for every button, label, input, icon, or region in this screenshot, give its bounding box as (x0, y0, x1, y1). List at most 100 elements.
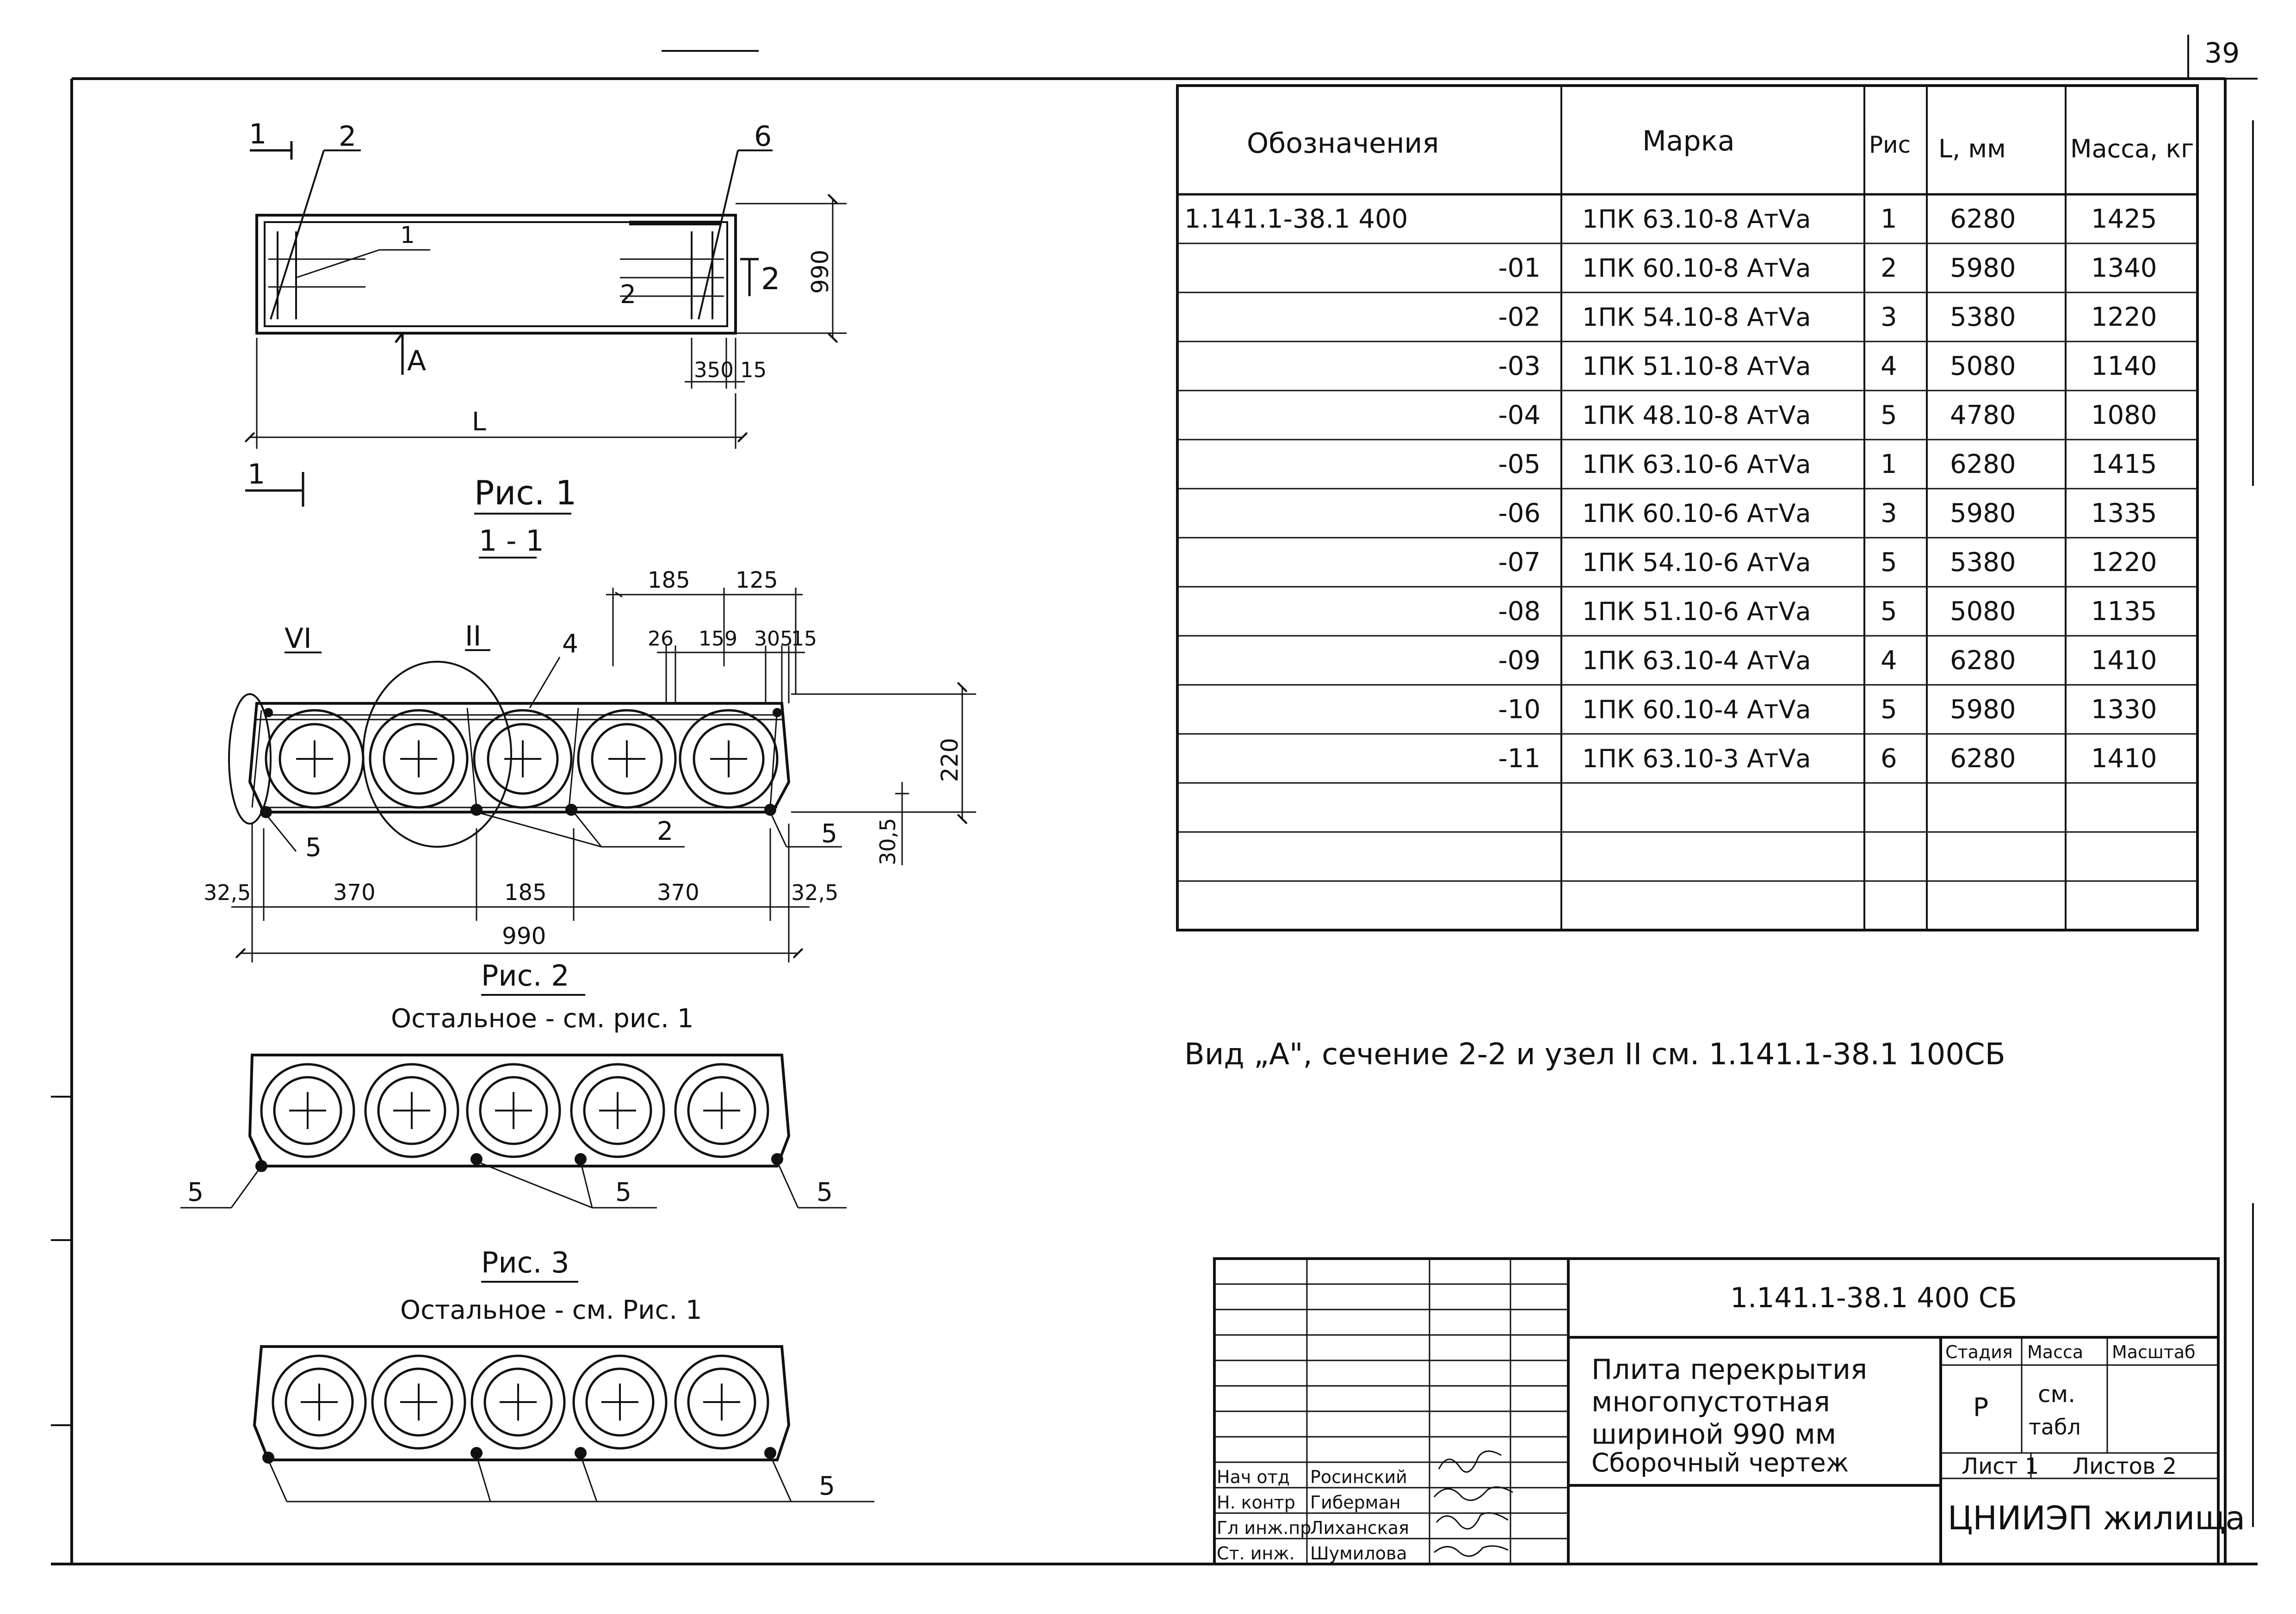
table-header-designation: Обозначения (1247, 127, 1439, 160)
table-cell: 6280 (1950, 646, 2016, 676)
title-block: 1.141.1-38.1 400 СБ Плита перекрытия мно… (1213, 1257, 2245, 1565)
title-sheet-label: Лист 1 (1962, 1453, 2039, 1479)
table-row: -02 1ПК 54.10-8 АтVа 3 5380 1220 (1498, 302, 2157, 332)
title-sheets-label: Листов 2 (2073, 1453, 2177, 1479)
table-cell: 1410 (2091, 646, 2157, 676)
table-cell: -05 (1498, 449, 1541, 479)
section-callout-5a: 5 (305, 832, 322, 862)
fig1-dim-15: 15 (740, 358, 767, 382)
section-dim-height: 220 (936, 738, 963, 782)
section-node-vi: VI (285, 622, 312, 655)
table-row-lines (1177, 242, 2197, 882)
signature-name: Шумилова (1310, 1543, 1407, 1564)
table-cell: 1ПК 60.10-6 АтVа (1582, 499, 1811, 528)
section-dim-185: 185 (648, 567, 690, 593)
table-cell: 1ПК 63.10-8 АтVа (1582, 205, 1811, 234)
table-header-mass: Масса, кг (2070, 134, 2194, 163)
signature-name: Росинский (1310, 1467, 1407, 1487)
signature-role: Гл инж.пр (1217, 1518, 1311, 1538)
table-cell: 5380 (1950, 547, 2016, 577)
section-dim-370-left: 370 (333, 880, 376, 906)
table-cell: 5 (1881, 547, 1897, 577)
title-line-2: многопустотная (1591, 1386, 1830, 1418)
table-cell: 5 (1881, 695, 1897, 725)
table-cell: 5380 (1950, 302, 2016, 332)
table-cell: 6280 (1950, 744, 2016, 774)
table-cell: 5980 (1950, 695, 2016, 725)
fig1-callout-2: 2 (339, 120, 356, 153)
section-dim-159: 159 (699, 627, 737, 651)
fig3-callout-5: 5 (819, 1471, 835, 1501)
fig2-callout-5-left: 5 (187, 1177, 204, 1207)
fig1-callout-1: 1 (400, 222, 415, 248)
title-scale-header: Масштаб (2112, 1342, 2196, 1362)
table-cell: 1ПК 63.10-3 АтVа (1582, 744, 1811, 773)
sheet-frame (51, 35, 2258, 1565)
table-cell: -04 (1498, 400, 1541, 430)
table-cell: 1410 (2091, 744, 2157, 774)
table-cell: 5080 (1950, 596, 2016, 627)
fig1-section-mark: 2 (761, 262, 780, 297)
fig1-plan-view: 1 1 2 6 1 2 2 A 990 350 15 L Рис. (245, 118, 847, 559)
table-cell: 3 (1881, 302, 1897, 332)
fig2-caption: Рис. 2 (481, 959, 569, 993)
table-cell: 1330 (2091, 695, 2157, 725)
reference-note: Вид „А", сечение 2-2 и узел II см. 1.141… (1184, 1037, 2005, 1072)
table-cell: -09 (1498, 646, 1541, 676)
title-line-4: Сборочный чертеж (1591, 1448, 1849, 1477)
table-cell: 3 (1881, 498, 1897, 528)
signature-role: Нач отд (1217, 1467, 1290, 1487)
table-cell: -08 (1498, 596, 1541, 627)
table-cell: -02 (1498, 302, 1541, 332)
title-stage-header: Стадия (1945, 1342, 2013, 1362)
table-cell: 1415 (2091, 449, 2157, 479)
title-code: 1.141.1-38.1 400 СБ (1730, 1282, 2017, 1314)
section-callout-5b: 5 (821, 819, 837, 848)
table-header-length: L, мм (1938, 134, 2006, 163)
table-cell: 1 (1881, 204, 1897, 234)
title-line-3: шириной 990 мм (1591, 1418, 1836, 1451)
margin-ticks (51, 1096, 72, 1426)
section-dim-side: 30,5 (875, 818, 900, 865)
table-cell: 6 (1881, 744, 1897, 774)
fig2-subcaption: Остальное - см. рис. 1 (391, 1004, 693, 1034)
table-cell: 5080 (1950, 351, 2016, 381)
table-cell: 1 (1881, 449, 1897, 479)
title-mass-header: Масса (2027, 1342, 2083, 1362)
fig1-callout-2b: 2 (620, 279, 636, 309)
table-cell: 1220 (2091, 302, 2157, 332)
section-dim-305: 305 (754, 627, 793, 651)
fig2-callout-5-right: 5 (817, 1177, 833, 1207)
table-cell: 1340 (2091, 253, 2157, 283)
section-callout-2: 2 (657, 816, 673, 846)
table-cell: 1335 (2091, 498, 2157, 528)
fig1-cut-label-left: 1 (249, 118, 266, 150)
table-cell: 6280 (1950, 204, 2016, 234)
table-cell: 1ПК 60.10-8 АтVа (1582, 254, 1811, 283)
sheet-number: 39 (2204, 37, 2240, 69)
fig1-cut-label-left-bottom: 1 (248, 458, 265, 490)
table-cell: 1ПК 60.10-4 АтVа (1582, 695, 1811, 724)
table-cell: 1ПК 54.10-8 АтVа (1582, 303, 1811, 332)
title-mass-value-2: табл (2029, 1415, 2081, 1440)
table-cell: 5 (1881, 596, 1897, 627)
table-cell: 1140 (2091, 351, 2157, 381)
section-dim-370-right: 370 (657, 880, 699, 906)
section-dim-15: 15 (791, 627, 817, 651)
table-cell: 1135 (2091, 596, 2157, 627)
section-dim-total: 990 (502, 923, 546, 950)
table-cell: 1ПК 51.10-8 АтVа (1582, 352, 1811, 381)
table-header-mark: Марка (1642, 125, 1735, 157)
table-cell: 4780 (1950, 400, 2016, 430)
fig1-callout-6: 6 (754, 120, 772, 153)
table-cell: 1ПК 63.10-4 АтVа (1582, 646, 1811, 675)
table-cell: 1425 (2091, 204, 2157, 234)
table-cell: -07 (1498, 547, 1541, 577)
